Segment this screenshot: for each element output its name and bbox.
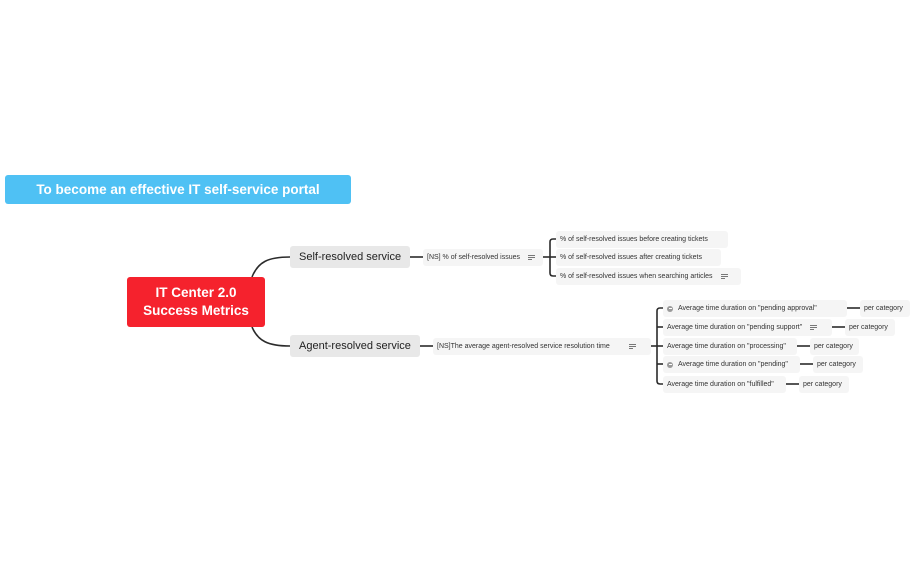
topic-label: Agent-resolved service — [299, 340, 411, 352]
per-category-pending-approval[interactable]: per category — [860, 300, 910, 317]
leaf-label: Average time duration on "pending approv… — [678, 305, 817, 312]
leaf-pending-approval[interactable]: Average time duration on "pending approv… — [663, 300, 847, 317]
leaf-before-creating-tickets[interactable]: % of self-resolved issues before creatin… — [556, 231, 728, 248]
central-topic-line1: IT Center 2.0 — [155, 285, 237, 300]
per-category-pending-support[interactable]: per category — [845, 319, 895, 336]
metric-label: [NS] % of self-resolved issues — [427, 254, 520, 261]
leaf-processing[interactable]: Average time duration on "processing" — [663, 338, 797, 355]
leaf-label: % of self-resolved issues after creating… — [560, 254, 703, 261]
priority-icon — [667, 361, 673, 368]
per-category-pending[interactable]: per category — [813, 356, 863, 373]
per-category-processing[interactable]: per category — [810, 338, 859, 355]
leaf-label: Average time duration on "pending" — [678, 361, 788, 368]
central-topic-line2: Success Metrics — [143, 303, 249, 318]
note-icon[interactable] — [527, 254, 535, 261]
note-icon[interactable] — [628, 343, 636, 350]
per-category-fulfilled[interactable]: per category — [799, 376, 849, 393]
priority-icon — [667, 305, 673, 312]
leaf-after-creating-tickets[interactable]: % of self-resolved issues after creating… — [556, 249, 721, 266]
per-category-label: per category — [864, 305, 903, 312]
per-category-label: per category — [803, 381, 842, 388]
metric-agent-resolution-time[interactable]: [NS]The average agent-resolved service r… — [433, 338, 651, 355]
leaf-label: Average time duration on "pending suppor… — [667, 324, 803, 331]
per-category-label: per category — [814, 343, 853, 350]
leaf-pending[interactable]: Average time duration on "pending" — [663, 356, 800, 373]
leaf-when-searching-articles[interactable]: % of self-resolved issues when searching… — [556, 268, 741, 285]
leaf-fulfilled[interactable]: Average time duration on "fulfilled" — [663, 376, 786, 393]
central-topic[interactable]: IT Center 2.0 Success Metrics — [127, 277, 265, 327]
note-icon[interactable] — [720, 273, 728, 280]
metric-self-resolved-issues[interactable]: [NS] % of self-resolved issues — [423, 249, 543, 266]
goal-label: To become an effective IT self-service p… — [36, 182, 320, 197]
leaf-label: Average time duration on "processing" — [667, 343, 786, 350]
leaf-label: % of self-resolved issues before creatin… — [560, 236, 708, 243]
topic-self-resolved-service[interactable]: Self-resolved service — [290, 246, 410, 268]
per-category-label: per category — [849, 324, 888, 331]
per-category-label: per category — [817, 361, 856, 368]
leaf-pending-support[interactable]: Average time duration on "pending suppor… — [663, 319, 832, 336]
goal-banner[interactable]: To become an effective IT self-service p… — [5, 175, 351, 204]
leaf-label: Average time duration on "fulfilled" — [667, 381, 774, 388]
metric-label: [NS]The average agent-resolved service r… — [437, 343, 610, 350]
topic-agent-resolved-service[interactable]: Agent-resolved service — [290, 335, 420, 357]
topic-label: Self-resolved service — [299, 251, 402, 263]
leaf-label: % of self-resolved issues when searching… — [560, 273, 713, 280]
note-icon[interactable] — [810, 324, 818, 331]
